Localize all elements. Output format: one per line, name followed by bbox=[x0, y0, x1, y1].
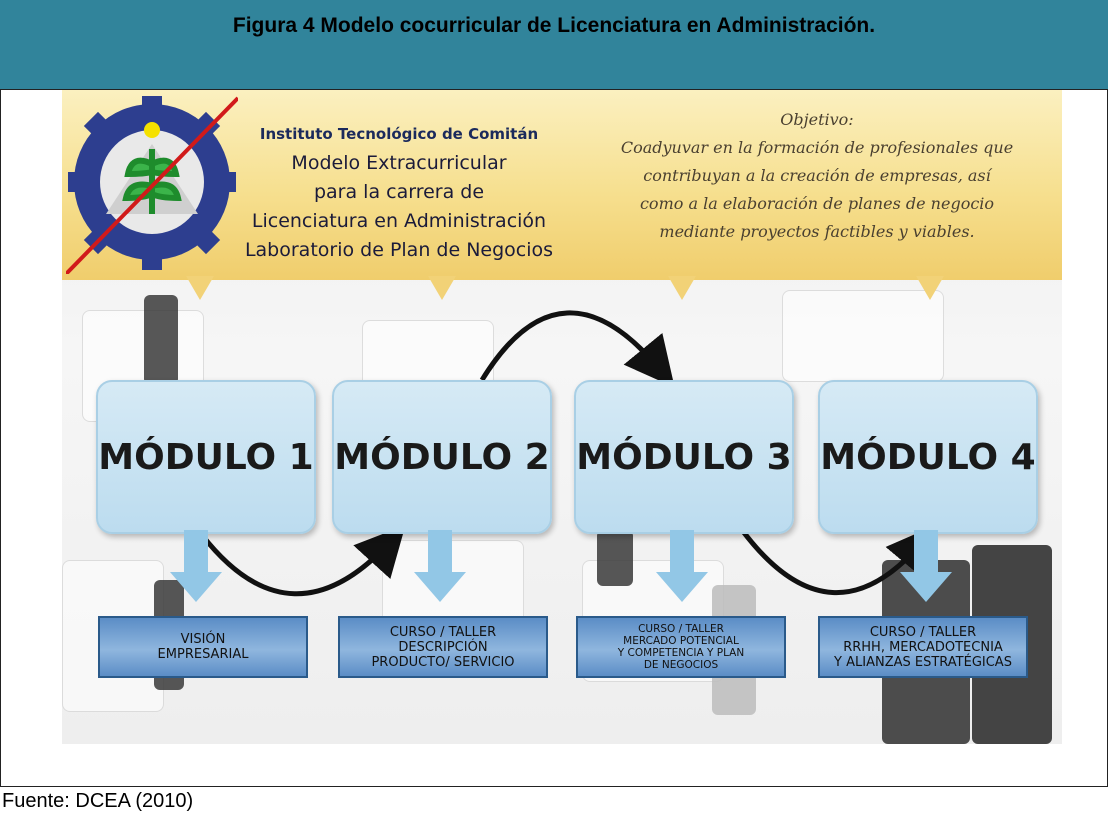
module-3: MÓDULO 3 bbox=[574, 380, 794, 534]
curved-arrow-icon bbox=[200, 525, 406, 597]
figure-caption-bar: Figura 4 Modelo cocurricular de Licencia… bbox=[0, 0, 1108, 90]
course-box-2: CURSO / TALLER DESCRIPCIÓN PRODUCTO/ SER… bbox=[338, 616, 548, 678]
figure-caption: Figura 4 Modelo cocurricular de Licencia… bbox=[232, 14, 876, 37]
objective-block: Objetivo: Coadyuvar en la formación de p… bbox=[582, 106, 1052, 246]
institute-name: Instituto Tecnológico de Comitán bbox=[259, 125, 539, 143]
institute-line: Modelo Extracurricular bbox=[291, 152, 507, 174]
curved-arrow-icon bbox=[740, 524, 937, 596]
module-2: MÓDULO 2 bbox=[332, 380, 552, 534]
banner: Instituto Tecnológico de Comitán Modelo … bbox=[62, 90, 1062, 280]
course-box-3: CURSO / TALLER MERCADO POTENCIAL Y COMPE… bbox=[576, 616, 786, 678]
objective-heading: Objetivo: bbox=[780, 110, 854, 129]
banner-pointer bbox=[668, 276, 696, 300]
module-4: MÓDULO 4 bbox=[818, 380, 1038, 534]
gear-seal-logo-icon bbox=[66, 96, 238, 274]
person-pushing bbox=[597, 530, 633, 586]
objective-line: Coadyuvar en la formación de profesional… bbox=[620, 138, 1014, 157]
diagram-image: Instituto Tecnológico de Comitán Modelo … bbox=[62, 90, 1062, 744]
curved-arrow-icon bbox=[479, 310, 675, 388]
objective-line: mediante proyectos factibles y viables. bbox=[659, 222, 975, 241]
institute-line: Laboratorio de Plan de Negocios bbox=[244, 239, 554, 261]
source-note: Fuente: DCEA (2010) bbox=[2, 790, 194, 812]
curved-arrows bbox=[200, 310, 937, 597]
institute-block: Instituto Tecnológico de Comitán Modelo … bbox=[234, 120, 564, 265]
course-box-4: CURSO / TALLER RRHH, MERCADOTECNIA Y ALI… bbox=[818, 616, 1028, 678]
puzzle-piece bbox=[782, 290, 944, 382]
course-box-1: VISIÓN EMPRESARIAL bbox=[98, 616, 308, 678]
person-climbing bbox=[144, 295, 178, 385]
institute-line: Licenciatura en Administración bbox=[251, 210, 547, 232]
institute-line: para la carrera de bbox=[313, 181, 485, 203]
objective-line: como a la elaboración de planes de negoc… bbox=[639, 194, 995, 213]
banner-pointer bbox=[428, 276, 456, 300]
banner-pointer bbox=[916, 276, 944, 300]
banner-pointer bbox=[186, 276, 214, 300]
objective-line: contribuyan a la creación de empresas, a… bbox=[643, 166, 991, 185]
module-1: MÓDULO 1 bbox=[96, 380, 316, 534]
